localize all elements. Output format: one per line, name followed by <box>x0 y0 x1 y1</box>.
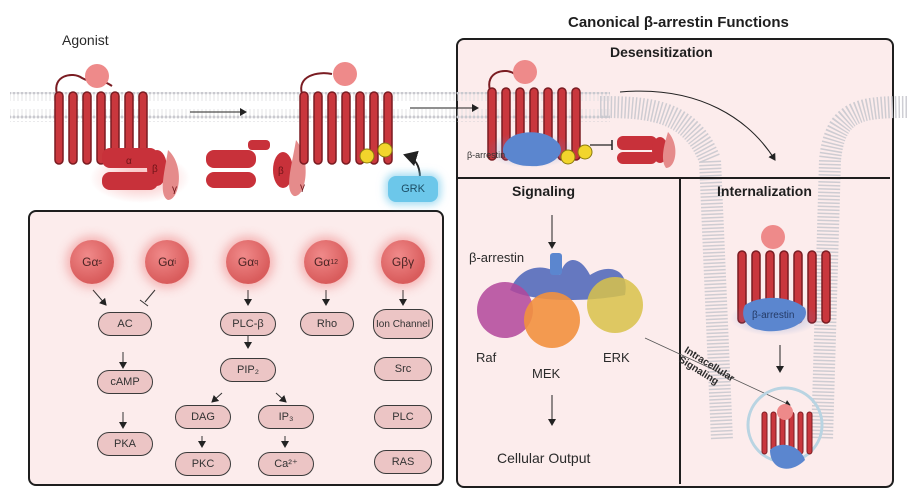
svg-text:α: α <box>126 156 132 167</box>
pathway-arrows <box>92 289 407 448</box>
svg-text:γ: γ <box>300 182 305 193</box>
arrestin-label-internalized: β-arrestin <box>752 310 795 321</box>
node-ca: Ca²⁺ <box>258 452 314 476</box>
node-ras: RAS <box>374 450 432 474</box>
arrow-to-internalization <box>619 90 776 161</box>
phosphate-pair-1 <box>359 142 393 164</box>
desensitization-heading: Desensitization <box>610 44 713 60</box>
node-dag: DAG <box>175 405 231 429</box>
node-src: Src <box>374 357 432 381</box>
signaling-heading: Signaling <box>512 183 575 199</box>
gpcr-receptor-1 <box>54 64 148 165</box>
g-protein-complex-1: α β γ <box>90 148 190 203</box>
mek-label: MEK <box>532 366 561 381</box>
node-plc: PLC <box>374 405 432 429</box>
beta-arrestin-desens <box>502 132 561 167</box>
phosphate-pair-2 <box>560 144 593 165</box>
arrestin-label-signaling: β-arrestin <box>469 250 525 265</box>
g-protein-dissociated: β γ <box>206 140 306 197</box>
figure-title: Canonical β-arrestin Functions <box>568 14 789 31</box>
svg-text:β: β <box>278 166 284 177</box>
grk-kinase: GRK <box>388 176 438 202</box>
node-pkc: PKC <box>175 452 231 476</box>
g-protein-complex-blocked <box>617 132 676 168</box>
svg-text:γ: γ <box>172 184 177 195</box>
node-ac: AC <box>98 312 152 336</box>
erk-label: ERK <box>603 350 630 365</box>
node-ip3: IP₃ <box>258 405 314 429</box>
gpcr-receptor-2 <box>299 62 393 165</box>
grk-arrow <box>403 150 421 179</box>
mek-protein <box>524 292 580 348</box>
raf-protein <box>477 282 533 338</box>
node-camp: cAMP <box>97 370 153 394</box>
cellular-output-label: Cellular Output <box>497 450 591 466</box>
arrestin-scaffold-complex <box>477 253 643 348</box>
g-beta-gamma: Gβγ <box>381 240 425 284</box>
svg-text:β: β <box>152 164 158 175</box>
node-plc-beta: PLC-β <box>220 312 276 336</box>
endosome <box>746 386 824 469</box>
grk-label: GRK <box>401 183 425 195</box>
arrestin-label-desens: β-arrestin <box>467 150 506 160</box>
membrane-invagination-right <box>811 96 907 441</box>
agonist-ligand <box>85 64 109 88</box>
erk-protein <box>587 277 643 333</box>
internalization-heading: Internalization <box>717 183 812 199</box>
node-pip2: PIP₂ <box>220 358 276 382</box>
node-ion-channel: Ion Channel <box>373 309 433 339</box>
raf-label: Raf <box>476 350 497 365</box>
node-rho: Rho <box>300 312 354 336</box>
membrane-invagination <box>599 96 733 441</box>
node-pka: PKA <box>97 432 153 456</box>
agonist-label: Agonist <box>62 32 109 48</box>
